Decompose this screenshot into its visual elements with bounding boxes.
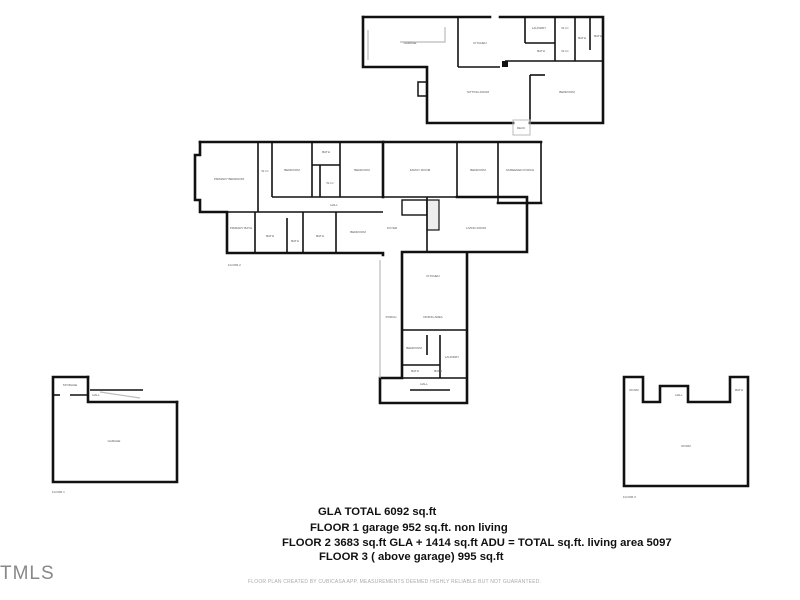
room-label: BATH xyxy=(316,234,324,238)
room-label: FOYER xyxy=(387,226,398,230)
room-label: W.I.C xyxy=(561,49,569,53)
floor3-plan: ROOM BATH HALL ROOM FLOOR 3 xyxy=(622,375,750,499)
room-label: BEDROOM xyxy=(354,168,370,172)
room-label: W.I.C xyxy=(561,26,569,30)
room-label: PRIMARY BEDROOM xyxy=(214,177,244,181)
room-label: BATH xyxy=(537,49,545,53)
tmls-logo: TMLS xyxy=(0,563,55,584)
room-label: GARAGE xyxy=(108,439,121,443)
room-label: FAMILY ROOM xyxy=(410,168,431,172)
room-label: HALL xyxy=(675,393,683,397)
room-label: ROOM xyxy=(629,388,639,392)
floor2-plan: PRIMARY BEDROOM W.I.C BEDROOM BATH W.I.C… xyxy=(193,140,543,405)
room-label: PRIMARY BATH xyxy=(230,226,252,230)
room-label: BATH xyxy=(594,34,602,38)
room-label: ROOM xyxy=(681,444,691,448)
room-label: HALL xyxy=(330,203,338,207)
room-label: BATH xyxy=(266,234,274,238)
room-label: BATH xyxy=(291,239,299,243)
room-label: KITCHEN xyxy=(473,41,486,45)
room-label: BEDROOM xyxy=(406,346,422,350)
room-label: W.I.C xyxy=(261,169,269,173)
room-label: BATH xyxy=(578,36,586,40)
room-label: STORAGE xyxy=(63,383,78,387)
room-label: DINING AREA xyxy=(423,315,442,319)
room-label: BEDROOM xyxy=(350,230,366,234)
room-label: LIVING ROOM xyxy=(466,226,487,230)
adu-plan: GARAGE KITCHEN LAUNDRY W.I.C BATH BATH W… xyxy=(361,15,605,136)
room-label: BEDROOM xyxy=(284,168,300,172)
room-label: W.I.C xyxy=(326,181,334,185)
room-label: HALL xyxy=(92,393,100,397)
floor-label: FLOOR 3 xyxy=(623,495,636,499)
room-label: LAUNDRY xyxy=(532,26,546,30)
floor2-summary: FLOOR 2 3683 sq.ft GLA + 1414 sq.ft ADU … xyxy=(282,537,672,549)
room-label: HALL xyxy=(420,382,428,386)
floor3-summary: FLOOR 3 ( above garage) 995 sq.ft xyxy=(319,551,504,563)
room-label: BATH xyxy=(411,369,419,373)
floor-label: FLOOR 2 xyxy=(228,263,241,267)
room-label: SITTING ROOM xyxy=(467,90,490,94)
floor-label: FLOOR 1 xyxy=(52,490,65,494)
room-label: GARAGE xyxy=(404,41,417,45)
floor1-plan: STORAGE HALL GARAGE FLOOR 1 xyxy=(51,375,179,494)
room-label: PORCH xyxy=(386,315,397,319)
room-label: KITCHEN xyxy=(426,274,439,278)
gla-total: GLA TOTAL 6092 sq.ft xyxy=(318,506,437,518)
room-label: DECK xyxy=(517,126,525,130)
room-label: BEDROOM xyxy=(470,168,486,172)
disclaimer: FLOOR PLAN CREATED BY CUBICASA APP. MEAS… xyxy=(248,579,542,585)
floor1-summary: FLOOR 1 garage 952 sq.ft. non living xyxy=(310,522,508,534)
room-label: BATH xyxy=(735,388,743,392)
room-label: BEDROOM xyxy=(559,90,575,94)
room-label: BATH xyxy=(434,369,442,373)
room-label: BATH xyxy=(322,150,330,154)
room-label: LAUNDRY xyxy=(445,355,459,359)
room-label: SCREENED PORCH xyxy=(506,168,534,172)
